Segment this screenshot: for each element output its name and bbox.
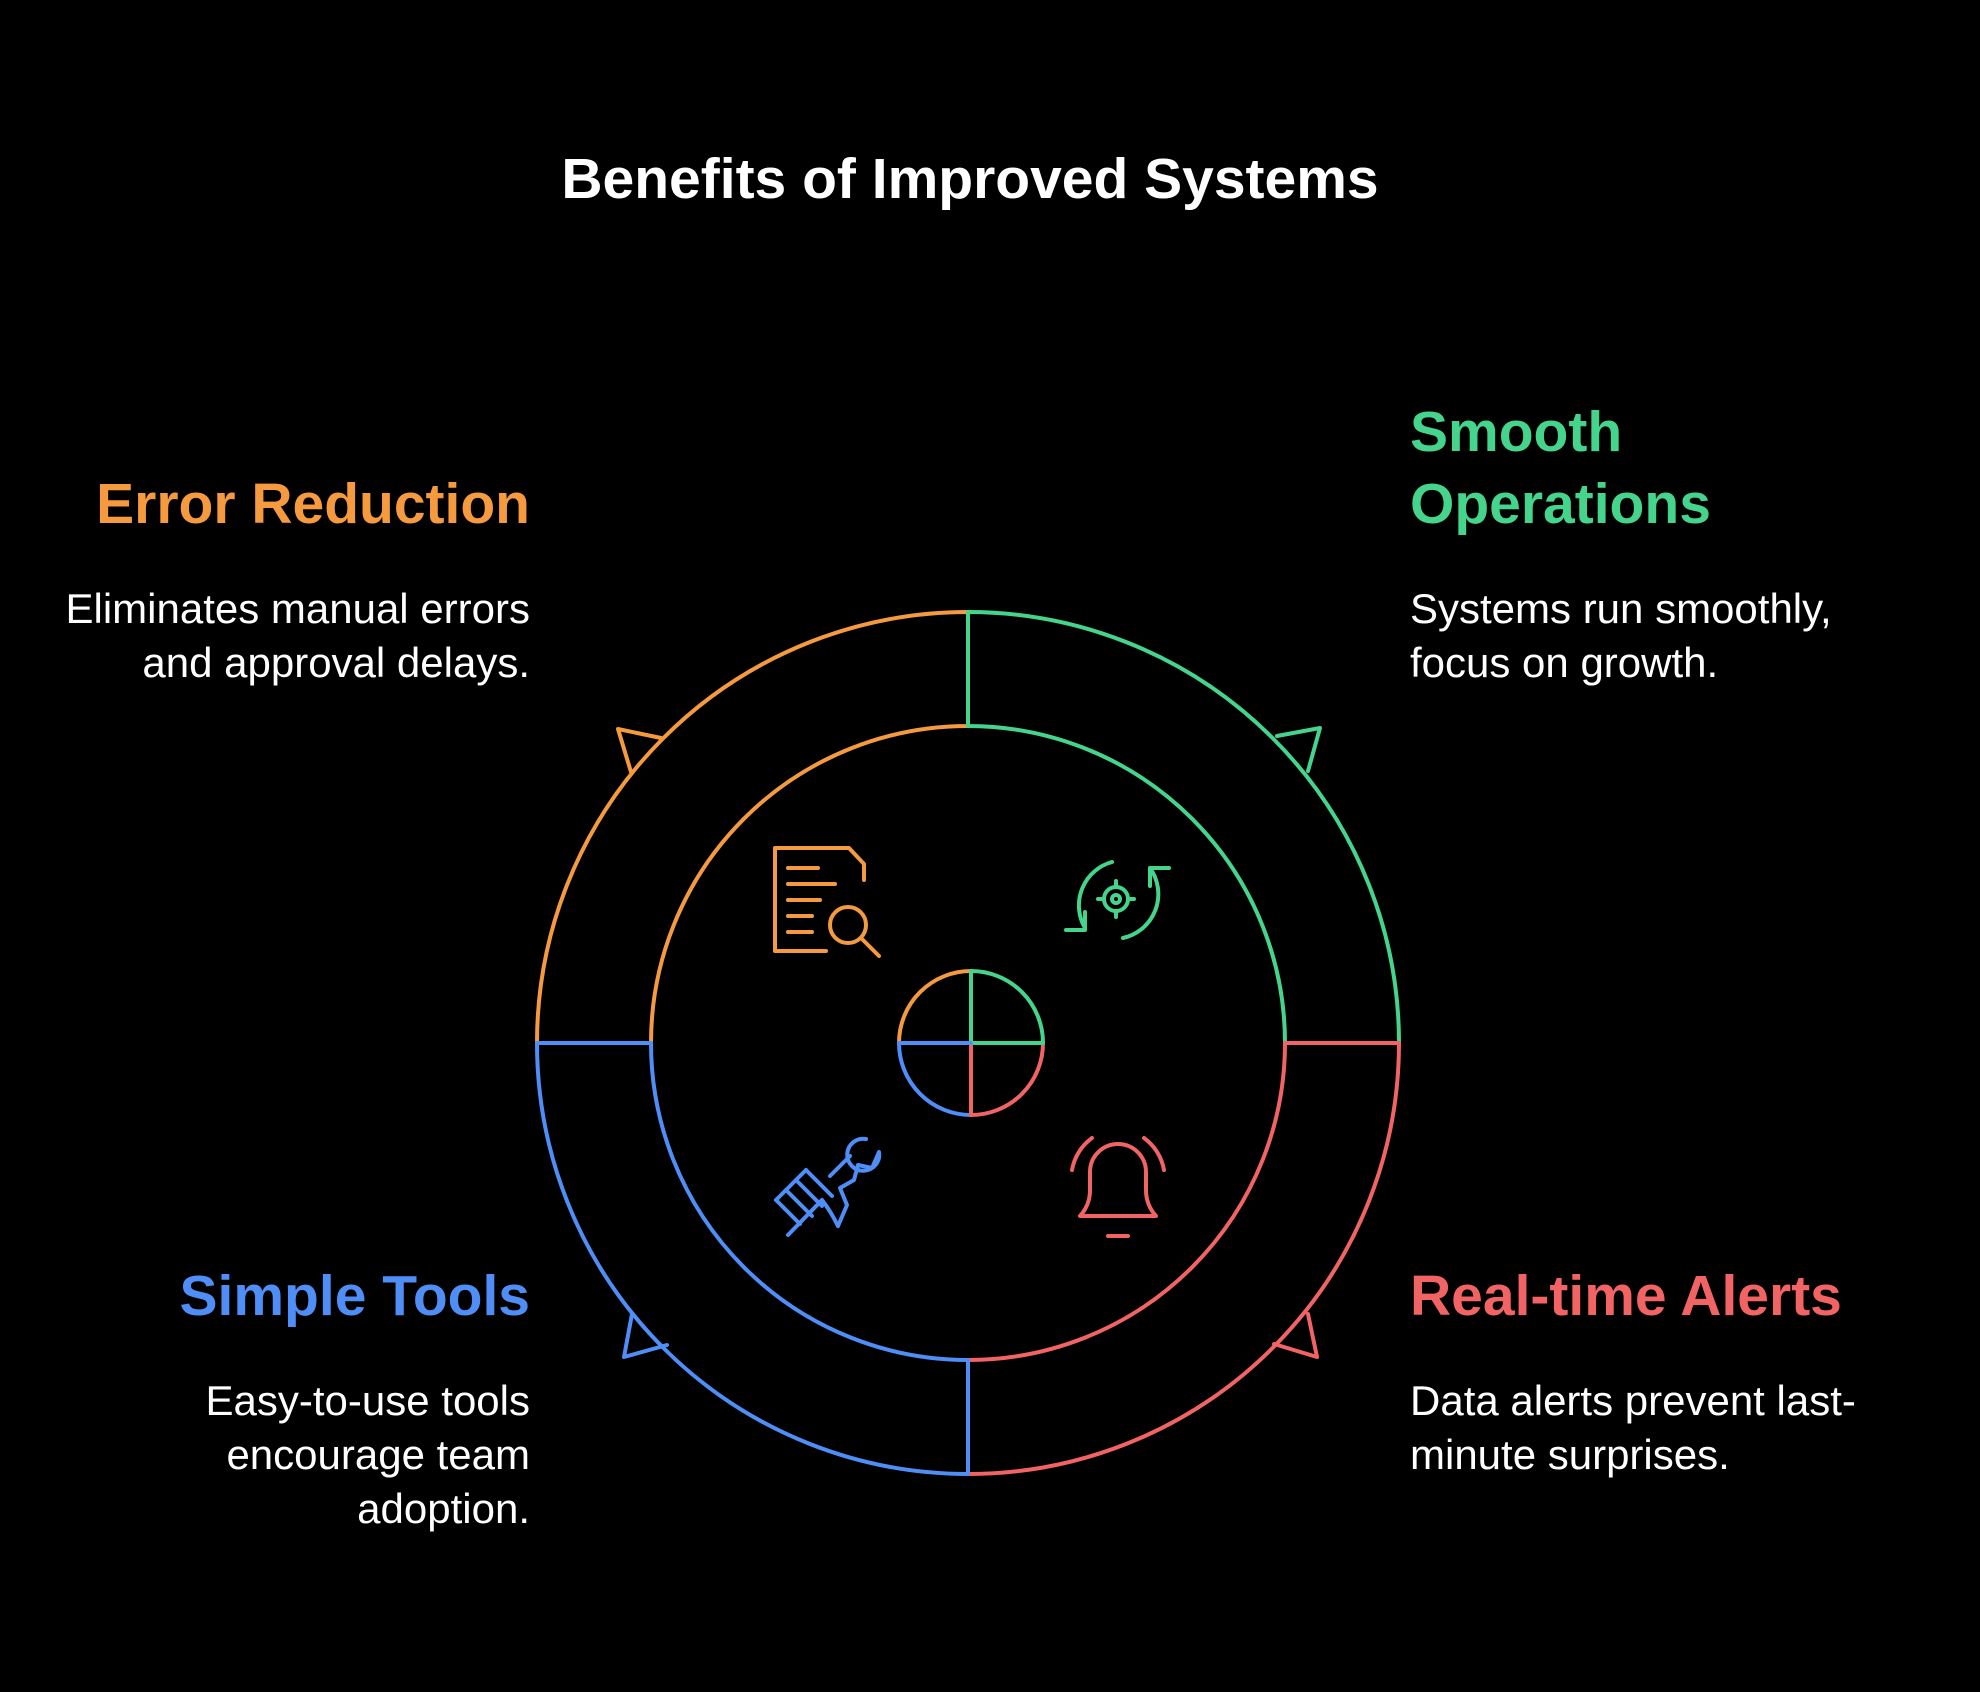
center-quadrant-red: [969, 1041, 1045, 1117]
outer-ring-green-arc: [966, 610, 1401, 1045]
center-quadrant-orange: [897, 969, 973, 1045]
arrow-notch-red: [1272, 1312, 1319, 1359]
realtime-alerts-block: Real-time Alerts Data alerts prevent las…: [1410, 1260, 1930, 1482]
center-quadrant-blue: [897, 1041, 973, 1117]
realtime-alerts-description: Data alerts prevent last-minute surprise…: [1410, 1377, 1856, 1478]
outer-ring-orange-arc: [535, 610, 970, 1045]
hand-wrench-icon: [774, 1136, 882, 1237]
outer-ring-blue-arc: [535, 1041, 970, 1476]
smooth-operations-description: Systems run smoothly, focus on growth.: [1410, 585, 1832, 686]
center-quadrant-green: [969, 969, 1045, 1045]
error-reduction-block: Error Reduction Eliminates manual errors…: [60, 468, 530, 690]
error-reduction-heading: Error Reduction: [96, 472, 530, 536]
page-title: Benefits of Improved Systems: [561, 147, 1379, 211]
simple-tools-description: Easy-to-use tools encourage team adoptio…: [205, 1377, 530, 1532]
simple-tools-block: Simple Tools Easy-to-use tools encourage…: [60, 1260, 531, 1536]
arrow-notch-orange: [616, 727, 663, 774]
document-search-icon: [773, 846, 881, 958]
smooth-operations-heading: Smooth Operations: [1410, 400, 1711, 536]
error-reduction-description: Eliminates manual errors and approval de…: [65, 585, 530, 686]
arrow-notch-blue: [622, 1312, 669, 1359]
gear-cycle-icon: [1064, 860, 1171, 940]
arrow-notch-green: [1275, 726, 1322, 773]
simple-tools-heading: Simple Tools: [179, 1264, 531, 1328]
realtime-alerts-heading: Real-time Alerts: [1410, 1264, 1842, 1328]
outer-ring-red-arc: [966, 1041, 1401, 1476]
bell-icon: [1070, 1136, 1166, 1238]
smooth-operations-block: Smooth Operations Systems run smoothly, …: [1410, 396, 1930, 690]
